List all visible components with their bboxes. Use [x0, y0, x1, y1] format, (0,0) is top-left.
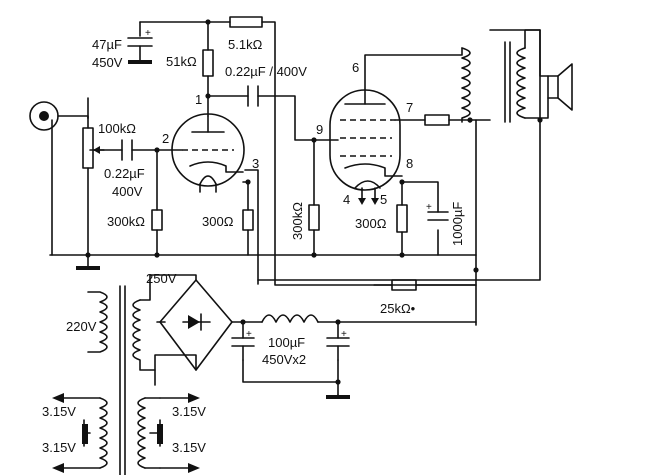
cap-47uf-voltage: 450V	[92, 55, 123, 70]
pin-v1-grid: 2	[162, 131, 169, 146]
filter-volt-label: 450Vx2	[262, 352, 306, 367]
cap-coupling-label: 0.22µF / 400V	[225, 64, 307, 79]
filter-cap-label: 100µF	[268, 335, 305, 350]
resistor-cath2-label: 300Ω	[355, 216, 387, 231]
svg-text:+: +	[145, 28, 151, 39]
resistor-cath1-label: 300Ω	[202, 214, 234, 229]
svg-text:+: +	[246, 329, 252, 340]
resistor-feedback-label: 25kΩ•	[380, 301, 416, 316]
capacitor-47uf: +	[127, 28, 153, 64]
pin-v1-plate: 1	[195, 92, 202, 107]
pin-v2-plate: 6	[352, 60, 359, 75]
pin-v2-grid: 9	[316, 122, 323, 137]
resistor-grid2-label: 300kΩ	[290, 202, 305, 240]
potentiometer-100k	[82, 117, 105, 256]
ground-symbol	[76, 254, 350, 399]
resistor-grid1-label: 300kΩ	[107, 214, 145, 229]
resistor-feedback	[391, 279, 417, 291]
svg-text:+: +	[426, 202, 432, 213]
pentode-tube	[329, 89, 403, 191]
heater-1a-label: 3.15V	[42, 404, 76, 419]
trans-hv-label: 250V	[146, 271, 177, 286]
pot-100k-label: 100kΩ	[98, 121, 136, 136]
resistor-cath2	[396, 204, 408, 233]
cap-1000uf-label: 1000µF	[450, 202, 465, 246]
resistor-51k	[202, 49, 214, 77]
heater-1b-label: 3.15V	[42, 440, 76, 455]
cap-47uf-value: 47µF	[92, 37, 122, 52]
trans-mains-label: 220V	[66, 319, 97, 334]
power-transformer	[52, 285, 200, 475]
capacitor-1000uf: +	[426, 202, 449, 221]
resistor-screen	[424, 114, 450, 126]
resistor-51k-label: 51kΩ	[166, 54, 197, 69]
svg-text:+: +	[341, 329, 347, 340]
cap-input-voltage: 400V	[112, 184, 143, 199]
heater-2a-label: 3.15V	[172, 404, 206, 419]
pin-v2-cathode: 8	[406, 156, 413, 171]
bridge-rectifier	[159, 279, 233, 371]
junction-dots	[85, 19, 543, 385]
capacitor-coupling	[247, 85, 259, 107]
resistor-cath1	[242, 209, 254, 231]
filter-capacitors: + +	[231, 329, 350, 361]
pin-v2-screen: 7	[406, 100, 413, 115]
pin-v2-heater-4: 4	[343, 192, 350, 207]
resistor-5k1-label: 5.1kΩ	[228, 37, 263, 52]
filter-choke	[261, 314, 319, 323]
resistor-5k1	[229, 16, 263, 28]
heater-2b-label: 3.15V	[172, 440, 206, 455]
output-transformer	[461, 29, 549, 123]
speaker-icon	[539, 29, 573, 111]
resistor-grid1	[151, 209, 163, 231]
pin-v2-heater-5: 5	[380, 192, 387, 207]
heater-arrows	[358, 198, 379, 205]
resistor-grid2	[308, 204, 320, 231]
pin-v1-cathode: 3	[252, 156, 259, 171]
input-jack	[29, 101, 89, 131]
triode-tube	[171, 113, 245, 193]
capacitor-input	[121, 139, 133, 161]
cap-input-value: 0.22µF	[104, 166, 145, 181]
